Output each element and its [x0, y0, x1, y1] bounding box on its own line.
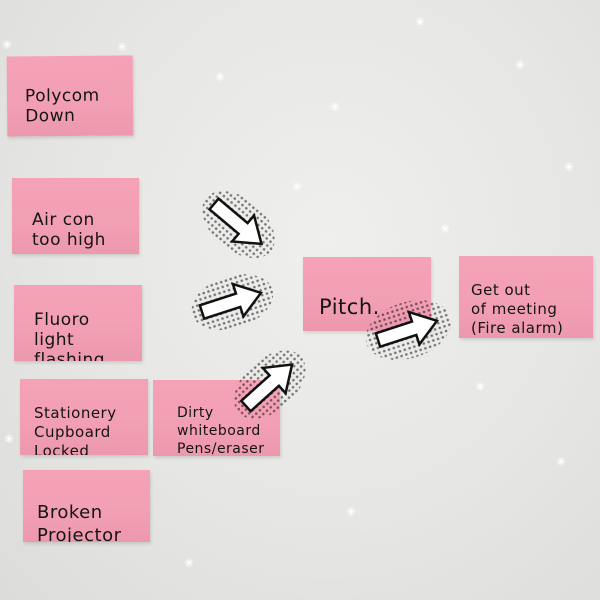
snowflake-sparkle-icon: ✳: [564, 160, 575, 174]
sticky-note-projector-text: Broken Projector: [37, 502, 122, 542]
sticky-note-stationery-text: Stationery Cupboard Locked: [34, 404, 117, 455]
sticky-note-pitch: Pitch.: [303, 257, 431, 331]
comic-arrow-icon: [233, 350, 306, 420]
sticky-note-getout-text: Get out of meeting (Fire alarm): [471, 281, 564, 337]
sticky-note-pitch-text: Pitch.: [319, 295, 380, 319]
comic-arrow-icon: [201, 189, 275, 259]
sticky-note-fluoro-text: Fluoro light flashing: [34, 310, 106, 361]
snowflake-sparkle-icon: ✳: [515, 58, 526, 72]
snowflake-sparkle-icon: ✳: [415, 15, 426, 29]
snowflake-sparkle-icon: ✳: [2, 38, 13, 52]
snowflake-sparkle-icon: ✳: [556, 455, 567, 469]
snowflake-sparkle-icon: ✳: [346, 505, 357, 519]
sticky-note-whiteboard-text: Dirty whiteboard Pens/eraser ☹: [177, 405, 265, 456]
sticky-note-projector: Broken Projector: [23, 470, 150, 542]
snowflake-sparkle-icon: ✳: [117, 40, 128, 54]
sticky-note-stationery: Stationery Cupboard Locked: [20, 379, 148, 455]
snowflake-sparkle-icon: ✳: [184, 556, 195, 570]
snowflake-sparkle-icon: ✳: [215, 70, 226, 84]
comic-arrow-icon: [191, 274, 274, 331]
snowflake-sparkle-icon: ✳: [4, 432, 15, 446]
sticky-note-aircon: Air con too high: [12, 178, 139, 254]
snowflake-sparkle-icon: ✳: [475, 380, 486, 394]
comic-arrow-icon: [365, 300, 452, 361]
snowflake-sparkle-icon: ✳: [330, 100, 341, 114]
sticky-note-getout: Get out of meeting (Fire alarm): [459, 256, 593, 338]
sticky-note-aircon-text: Air con too high: [32, 210, 106, 250]
sticky-note-fluoro: Fluoro light flashing: [14, 285, 142, 361]
snowflake-sparkle-icon: ✳: [440, 222, 451, 236]
snowflake-sparkle-icon: ✳: [292, 180, 303, 194]
